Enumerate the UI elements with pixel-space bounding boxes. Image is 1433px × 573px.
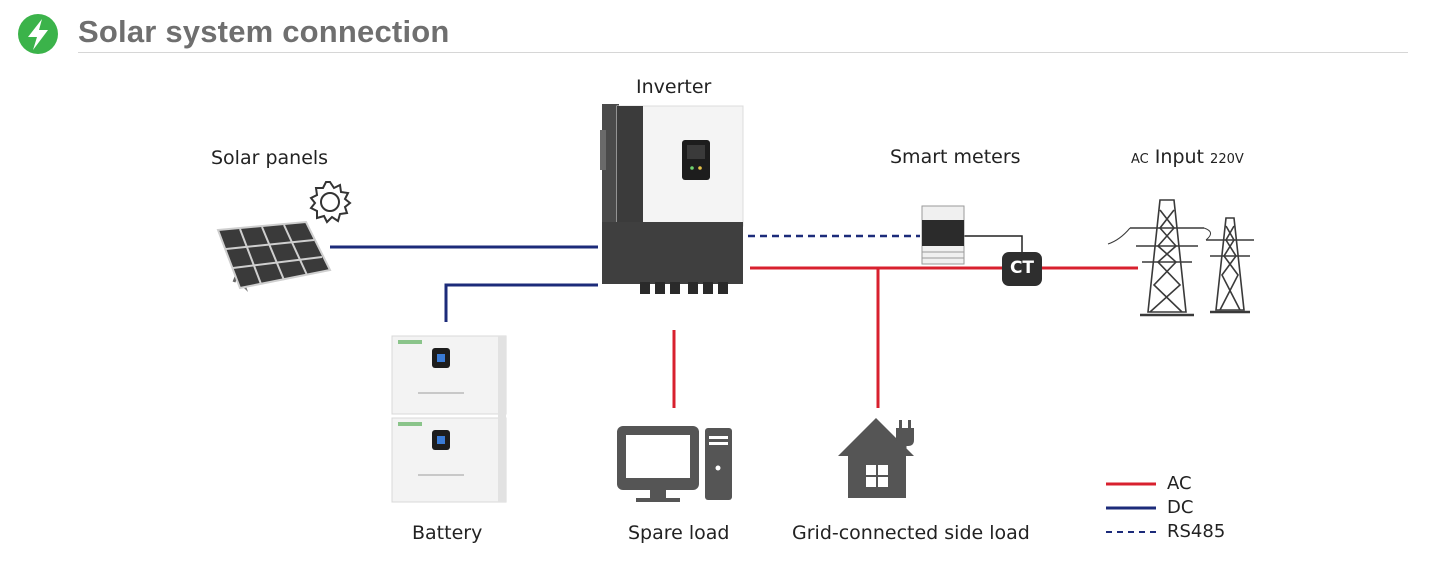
page-title: Solar system connection	[78, 14, 450, 49]
legend-rs485-label: RS485	[1167, 521, 1226, 542]
legend-lines	[1106, 482, 1156, 533]
smart-meters-label: Smart meters	[890, 146, 1021, 168]
grid-load-label: Grid-connected side load	[792, 522, 1030, 544]
dc-line-battery	[444, 283, 598, 322]
inverter-device	[600, 104, 744, 294]
ac-input-prefix: AC	[1131, 152, 1149, 167]
sun-icon	[309, 181, 352, 224]
inverter-label: Inverter	[636, 76, 712, 98]
spare-load-label: Spare load	[628, 522, 730, 544]
header-logo	[17, 13, 59, 55]
solar-panel-icon	[216, 220, 332, 292]
meter-ct-wire	[964, 235, 1023, 254]
solar-panels-label: Solar panels	[211, 147, 329, 169]
ct-sensor	[1002, 252, 1042, 286]
power-pylon-icon	[1107, 199, 1254, 317]
house-icon	[838, 418, 914, 498]
battery-device	[391, 335, 507, 503]
ac-input-suffix: 220V	[1210, 152, 1244, 167]
legend-ac-label: AC	[1167, 473, 1192, 494]
computer-icon	[617, 426, 732, 502]
lightning-bolt-icon	[18, 14, 58, 54]
legend-dc-label: DC	[1167, 497, 1194, 518]
ac-input-main: Input	[1154, 146, 1204, 168]
ac-input-label: AC Input 220V	[1131, 146, 1244, 168]
smart-meter-device	[921, 205, 965, 265]
battery-label: Battery	[412, 522, 483, 544]
ct-label: CT	[1009, 258, 1035, 278]
header-divider	[78, 52, 1408, 53]
